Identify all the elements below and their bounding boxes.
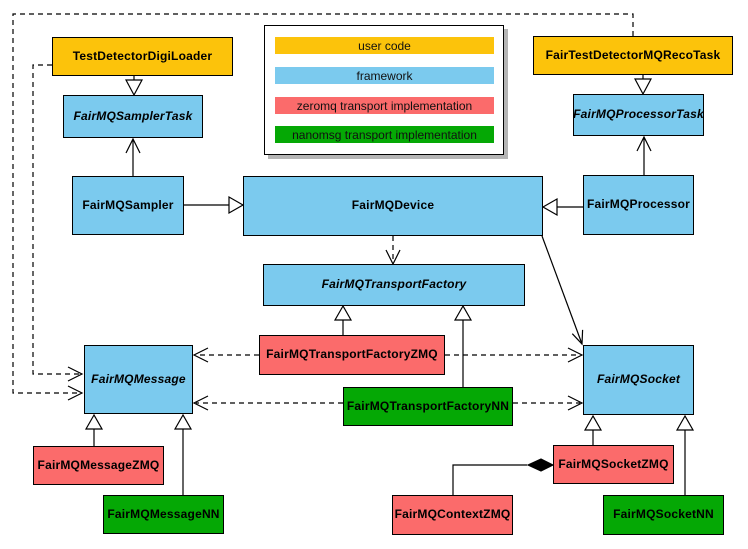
node-fairmqmessage: FairMQMessage <box>84 345 193 414</box>
legend-label-user-code: user code <box>358 38 411 53</box>
edge-fairmqcontextzmq-composes-fairmqsocketzmq <box>452 458 555 495</box>
edge-fairmqmessagezmq-inherits-fairmqmessage <box>84 413 104 446</box>
legend-item-framework: framework <box>275 67 494 84</box>
edge-fairmqdevice-uses-fairmqsocket <box>541 235 584 346</box>
node-fairmqmessagenn: FairMQMessageNN <box>103 495 224 534</box>
legend-label-framework: framework <box>356 68 413 83</box>
legend-label-zeromq: zeromq transport implementation <box>296 98 473 113</box>
edge-fairmqsocketzmq-inherits-fairmqsocket <box>583 414 603 445</box>
edge-fairmqtransportfactorynn-inherits-fairmqtransportfactory <box>453 304 473 387</box>
node-fairmqsocketzmq: FairMQSocketZMQ <box>553 445 674 484</box>
legend-label-nanomsg: nanomsg transport implementation <box>292 127 477 142</box>
node-fairmqmessagezmq: FairMQMessageZMQ <box>33 446 164 485</box>
node-fairmqprocessortask: FairMQProcessorTask <box>573 94 704 136</box>
edge-fairtestdetectormqrecotask-inherits-fairmqprocessortask <box>634 75 652 96</box>
edge-fairmqtransportfactoryzmq-inherits-fairmqtransportfactory <box>333 304 353 335</box>
node-fairmqsocketnn: FairMQSocketNN <box>603 495 724 535</box>
edge-fairmqtransportfactoryzmq-depends-fairmqsocket <box>445 347 584 363</box>
edge-fairmqprocessor-uses-fairmqprocessortask <box>636 135 652 175</box>
edge-fairmqprocessor-inherits-fairmqdevice <box>541 197 583 217</box>
node-fairtestdetectormqrecotask: FairTestDetectorMQRecoTask <box>533 36 733 75</box>
edge-fairmqtransportfactoryzmq-depends-fairmqmessage <box>192 347 259 363</box>
edge-fairmqmessagenn-inherits-fairmqmessage <box>173 413 193 495</box>
legend-box: user code framework zeromq transport imp… <box>264 25 504 155</box>
edge-fairmqsampler-inherits-fairmqdevice <box>184 195 245 215</box>
node-testdetectordigiloader: TestDetectorDigiLoader <box>52 37 233 76</box>
edge-fairmqdevice-depends-fairmqtransportfactory <box>385 236 401 266</box>
node-fairmqsampler: FairMQSampler <box>72 176 184 235</box>
edge-fairmqsocketnn-inherits-fairmqsocket <box>675 414 695 495</box>
node-fairmqprocessor: FairMQProcessor <box>583 175 694 235</box>
node-fairmqtransportfactoryzmq: FairMQTransportFactoryZMQ <box>259 335 445 375</box>
edge-testdetectordigiloader-inherits-fairmqsamplertask <box>125 76 143 97</box>
node-fairmqsamplertask: FairMQSamplerTask <box>63 95 203 138</box>
legend-item-user-code: user code <box>275 37 494 54</box>
edge-fairmqsampler-uses-fairmqsamplertask <box>125 137 141 176</box>
node-fairmqdevice: FairMQDevice <box>243 176 543 236</box>
node-fairmqtransportfactory: FairMQTransportFactory <box>263 264 525 306</box>
node-fairmqsocket: FairMQSocket <box>583 345 694 415</box>
legend-item-zeromq: zeromq transport implementation <box>275 97 494 114</box>
edge-fairmqtransportfactorynn-depends-fairmqsocket <box>513 395 584 411</box>
edge-fairmqtransportfactorynn-depends-fairmqmessage <box>192 395 343 411</box>
legend-item-nanomsg: nanomsg transport implementation <box>275 126 494 143</box>
node-fairmqcontextzmq: FairMQContextZMQ <box>392 495 513 535</box>
node-fairmqtransportfactorynn: FairMQTransportFactoryNN <box>343 387 513 426</box>
